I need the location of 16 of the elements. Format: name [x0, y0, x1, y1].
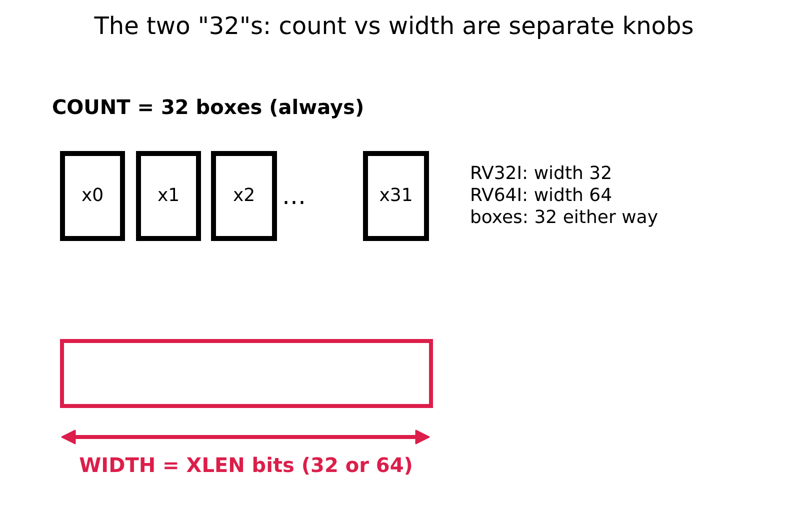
register-name: x0 — [81, 185, 104, 207]
register-box — [211, 151, 277, 241]
width-label: WIDTH = XLEN bits (32 or 64) — [79, 453, 413, 477]
register-box — [60, 151, 125, 241]
register-name: x31 — [379, 185, 413, 207]
note-line: RV64I: width 64 — [470, 185, 612, 207]
register-name: x2 — [232, 185, 256, 207]
note-line: boxes: 32 either way — [470, 207, 658, 229]
count-heading: COUNT = 32 boxes (always) — [52, 95, 364, 119]
register-name: x1 — [157, 185, 180, 207]
register-box — [136, 151, 201, 241]
ellipsis: … — [282, 182, 306, 210]
register-box — [363, 151, 429, 241]
note-line: RV32I: width 32 — [470, 163, 612, 185]
diagram-title: The two "32"s: count vs width are separate knobs — [94, 11, 694, 41]
register-width-bar — [60, 339, 433, 408]
